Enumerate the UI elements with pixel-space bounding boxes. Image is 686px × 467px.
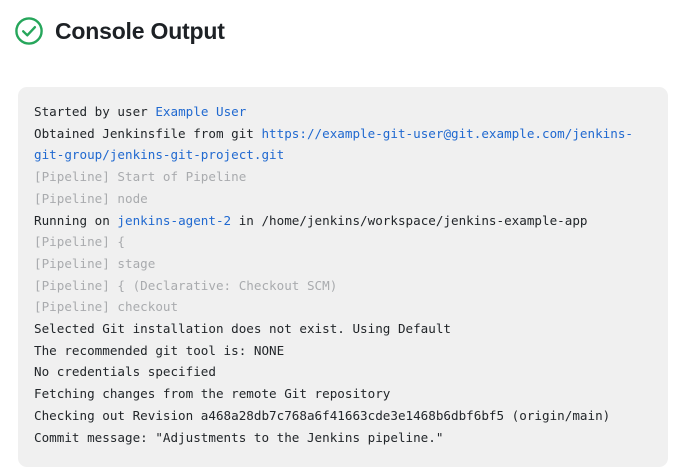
console-log-text: [Pipeline] { (Declarative: Checkout SCM)	[34, 277, 338, 293]
console-log-link[interactable]: https://example-git-user@git.example.com…	[34, 125, 633, 163]
console-log-text: [Pipeline] Start of Pipeline	[34, 169, 247, 185]
page-header: Console Output	[0, 0, 686, 48]
line-pipeline-checkout: [Pipeline] checkout	[34, 296, 652, 318]
console-log-link[interactable]: Example User	[155, 104, 247, 119]
console-log-text: [Pipeline] stage	[34, 255, 156, 271]
check-circle-icon	[15, 17, 43, 45]
line-checking-out-revision: Checking out Revision a468a28db7c768a6f4…	[34, 405, 652, 427]
line-obtained-jenkinsfile: Obtained Jenkinsfile from git https://ex…	[34, 123, 652, 166]
console-log-text: Fetching changes from the remote Git rep…	[34, 386, 391, 402]
line-running-on-agent: Running on jenkins-agent-2 in /home/jenk…	[34, 210, 652, 232]
line-pipeline-stage: [Pipeline] stage	[34, 253, 652, 275]
line-commit-message: Commit message: "Adjustments to the Jenk…	[34, 427, 652, 449]
console-log-text: No credentials specified	[34, 364, 216, 380]
line-selected-git-installation: Selected Git installation does not exist…	[34, 318, 652, 340]
line-fetching-changes: Fetching changes from the remote Git rep…	[34, 383, 652, 405]
console-log-text: The recommended git tool is: NONE	[34, 342, 285, 358]
console-log-text: Checking out Revision a468a28db7c768a6f4…	[34, 407, 611, 423]
line-started-by-user: Started by user Example User	[34, 101, 652, 123]
console-log-text: Selected Git installation does not exist…	[34, 321, 452, 337]
console-log-text: Started by user	[34, 104, 156, 119]
line-recommended-git-tool: The recommended git tool is: NONE	[34, 340, 652, 362]
console-log-text: [Pipeline] node	[34, 190, 148, 206]
line-pipeline-declarative-checkout: [Pipeline] { (Declarative: Checkout SCM)	[34, 275, 652, 297]
line-start-of-pipeline: [Pipeline] Start of Pipeline	[34, 166, 652, 188]
console-log-text: Obtained Jenkinsfile from git	[34, 125, 262, 141]
console-log-text: [Pipeline] checkout	[34, 299, 179, 315]
console-log-text: Commit message: "Adjustments to the Jenk…	[34, 429, 444, 445]
line-pipeline-open-brace: [Pipeline] {	[34, 231, 652, 253]
page-title: Console Output	[55, 17, 225, 44]
line-pipeline-node: [Pipeline] node	[34, 188, 652, 210]
console-log-text: in /home/jenkins/workspace/jenkins-examp…	[231, 212, 588, 228]
console-log-text: [Pipeline] {	[34, 234, 125, 250]
line-no-credentials: No credentials specified	[34, 361, 652, 383]
console-log-text: Running on	[34, 212, 118, 228]
console-log-link[interactable]: jenkins-agent-2	[117, 212, 232, 228]
